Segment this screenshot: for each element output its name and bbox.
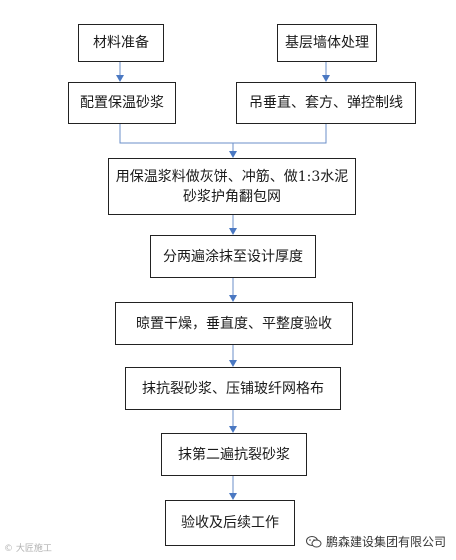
step-apply-layers: 分两遍涂抹至设计厚度 bbox=[150, 235, 316, 278]
watermark-right-label: 鹏森建设集团有限公司 bbox=[325, 535, 446, 549]
step-label: 晾置干燥，垂直度、平整度验收 bbox=[136, 315, 332, 332]
watermark-right: 鹏森建设集团有限公司 bbox=[305, 533, 446, 550]
step-label: 配置保温砂浆 bbox=[80, 95, 164, 111]
step-base-wall: 基层墙体处理 bbox=[277, 24, 377, 62]
step-crack-mesh: 抹抗裂砂浆、压铺玻纤网格布 bbox=[125, 367, 341, 410]
step-label: 抹抗裂砂浆、压铺玻纤网格布 bbox=[142, 380, 324, 397]
wechat-icon bbox=[305, 535, 322, 547]
step-mix-mortar: 配置保温砂浆 bbox=[68, 82, 176, 124]
step-second-coat: 抹第二遍抗裂砂浆 bbox=[161, 433, 307, 476]
step-label: 吊垂直、套方、弹控制线 bbox=[249, 95, 403, 111]
step-material-prep: 材料准备 bbox=[78, 24, 164, 62]
step-dry-check: 晾置干燥，垂直度、平整度验收 bbox=[115, 302, 353, 345]
step-acceptance: 验收及后续工作 bbox=[165, 500, 295, 546]
step-cakes: 用保温浆料做灰饼、冲筋、做1:3水泥 砂浆护角翻包网 bbox=[108, 158, 356, 215]
step-label-line1: 用保温浆料做灰饼、冲筋、做1:3水泥 bbox=[115, 168, 349, 185]
merge-lines bbox=[119, 124, 327, 144]
step-label: 分两遍涂抹至设计厚度 bbox=[163, 248, 303, 265]
watermark-left: © 大匠施工 bbox=[4, 544, 52, 554]
step-label-line2: 砂浆护角翻包网 bbox=[183, 188, 281, 205]
step-label: 验收及后续工作 bbox=[181, 515, 279, 531]
step-plumb-lines: 吊垂直、套方、弹控制线 bbox=[236, 82, 416, 124]
step-label: 材料准备 bbox=[93, 35, 149, 51]
step-label: 基层墙体处理 bbox=[285, 35, 369, 51]
step-label: 抹第二遍抗裂砂浆 bbox=[178, 446, 290, 463]
